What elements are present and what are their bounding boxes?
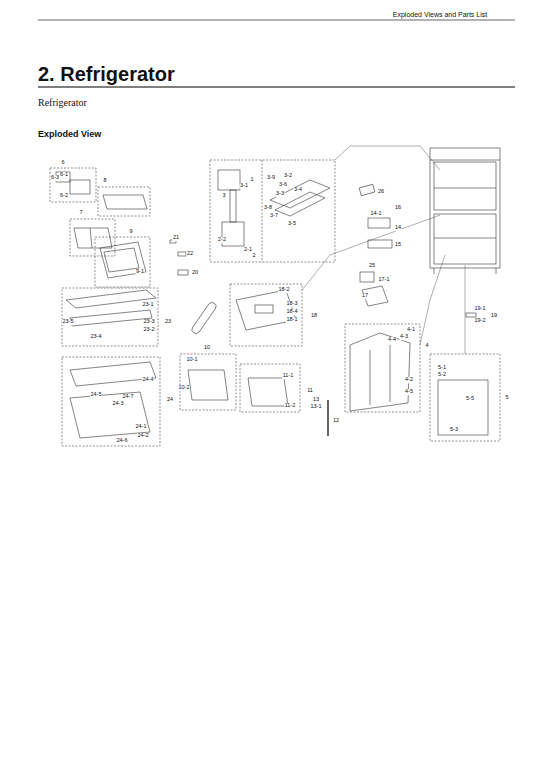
callout-number: 9 [129,229,133,235]
callout-number: 6 [61,160,65,166]
callout-number: 4-2 [405,377,414,383]
callout-number: 24-2 [137,433,149,439]
callout-number: 19-1 [474,306,486,312]
callout-number: 3-2 [284,173,293,179]
callout-number: 16 [394,205,401,211]
callout-number: 24 [166,397,173,403]
callout-number: 3-4 [294,187,303,193]
callout-number: 1 [250,177,254,183]
callout-number: 19 [490,313,497,319]
callout-number: 11-1 [282,373,294,379]
callout-number: 23-4 [90,334,102,340]
callout-number: 3-5 [288,221,297,227]
callout-number: 3 [222,193,226,199]
callout-number: 3-6 [279,182,288,188]
callout-number: 4-4 [388,337,397,343]
callout-number: 18-2 [278,287,290,293]
callout-number: 5 [505,395,509,401]
callout-number: 5-2 [438,372,447,378]
callout-number: 10 [203,345,210,351]
callout-number: 23-3 [143,319,155,325]
callout-number: 24-3 [112,401,124,407]
callout-number: 5-5 [466,396,475,402]
callout-number: 24-5 [90,392,102,398]
callout-number: 21 [172,235,179,241]
callout-number: 6-2 [60,193,69,199]
callout-number: 2-2 [218,237,227,243]
callout-number: 24-6 [116,438,128,444]
callout-number: 23-2 [143,327,155,333]
callout-number: 3-1 [240,183,249,189]
callout-number: 3-9 [267,175,276,181]
callout-number: 11-2 [284,403,296,409]
callout-number: 5-1 [438,365,447,371]
callout-number: 14-1 [370,211,382,217]
callout-number: 11 [307,388,314,394]
section-heading: Exploded View [38,130,101,139]
callout-number: 12 [332,418,339,424]
callout-number: 23-1 [142,302,154,308]
callout-number: 24-1 [135,424,147,430]
callout-number: 23 [164,319,171,325]
callout-number: 3-7 [270,213,279,219]
callout-number: 17 [361,293,368,299]
callout-number: 4 [425,343,429,349]
callout-number: 13-1 [310,404,322,410]
callout-number: 13 [312,397,319,403]
callout-number: 9-1 [136,269,145,275]
callout-number: 19-2 [474,318,486,324]
callout-number: 20 [191,270,198,276]
callout-number: 5-3 [450,427,459,433]
callout-number: 25 [368,263,375,269]
page-header: Exploded Views and Parts List [393,11,487,18]
callout-number: 18-3 [286,301,298,307]
callout-number: 24-7 [122,394,134,400]
callout-number: 18-4 [286,309,298,315]
callout-number: 24-4 [142,377,154,383]
callout-number: 14 [394,225,401,231]
page-title: 2. Refrigerator [38,64,175,84]
callout-number: 3-3 [276,191,285,197]
callout-number: 3-8 [264,205,273,211]
callout-number: 8 [103,178,107,184]
callout-number: 15 [394,242,401,248]
callout-number: 17-1 [378,277,390,283]
section-subtitle: Refrigerator [38,98,87,108]
callout-number: 2 [252,253,256,259]
callout-number: 6-1 [60,172,69,178]
callout-number: 18 [310,313,317,319]
callout-number: 4-3 [400,334,409,340]
callout-number: 4-5 [405,389,414,395]
callout-number: 6-3 [51,175,60,181]
callout-number: 10-2 [178,385,190,391]
callout-number: 7 [79,210,83,216]
callout-number: 2-1 [244,247,253,253]
callout-number: 26 [377,189,384,195]
callout-number: 10-1 [186,357,198,363]
callout-number: 22 [186,251,193,257]
callout-number: 23-5 [62,319,74,325]
callout-number: 18-1 [286,317,298,323]
callout-number: 4-1 [407,327,416,333]
